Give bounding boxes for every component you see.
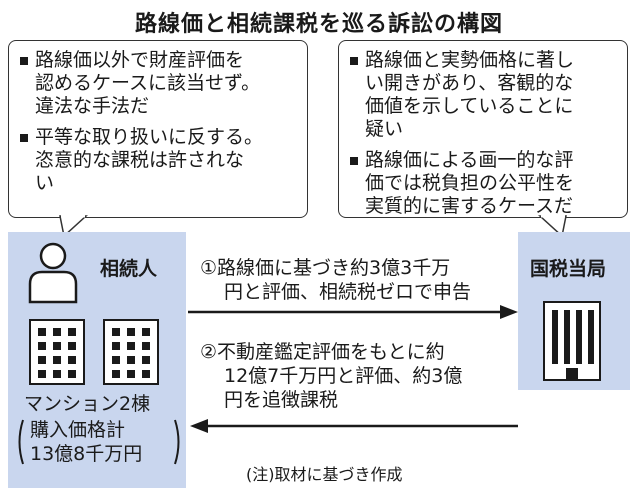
tax-office-label: 国税当局 — [530, 258, 607, 280]
tax-office-claim-1-line-1: 路線価と実勢価格に著し — [365, 49, 575, 71]
person-icon — [28, 242, 78, 304]
price-brackets — [18, 419, 180, 465]
tax-office-claim-2-line-2: 価では税負担の公平性を — [365, 172, 575, 194]
heir-claim-1-line-3: 違法な手法だ — [35, 95, 150, 117]
heir-claim-1: 路線価以外で財産評価を 認めるケースに該当せず。 違法な手法だ — [19, 49, 297, 118]
tax-office-claim-2-line-3: 実質的に害するケースだ — [365, 195, 574, 217]
heir-bubble-tail — [59, 214, 88, 238]
asset-label: マンション2棟 — [24, 393, 151, 415]
apartment-building-icon — [29, 319, 159, 385]
flow-2-arrow — [190, 419, 518, 433]
tax-office-claim-1-line-2: い開きがあり、客観的な — [365, 72, 574, 94]
tax-office-claim-1: 路線価と実勢価格に著し い開きがあり、客観的な 価値を示していることに 疑い — [349, 49, 617, 141]
flow-1-line-1: ①路線価に基づき約3億3千万 — [200, 257, 451, 279]
heir-label: 相続人 — [100, 258, 158, 280]
flow-1-arrow — [188, 305, 518, 319]
heir-claim-1-line-2: 認めるケースに該当せず。 — [35, 72, 261, 94]
heir-claim-1-line-1: 路線価以外で財産評価を — [35, 49, 245, 71]
tax-office-claim-1-line-3: 価値を示していることに — [365, 95, 574, 117]
flow-2-text: ②不動産鑑定評価をもとに約 12億7千万円と評価、約3億 円を追徴課税 — [200, 340, 462, 412]
tax-office-claim-2: 路線価による画一的な評 価では税負担の公平性を 実質的に害するケースだ — [349, 149, 617, 218]
heir-claim-2-line-1: 平等な取り扱いに反する。 — [35, 126, 264, 148]
heir-claim-2-line-3: い — [35, 172, 55, 194]
flow-1-line-2: 円と評価、相続税ゼロで申告 — [224, 281, 472, 303]
flow-2-line-3: 円を追徴課税 — [224, 389, 339, 411]
tax-office-bubble-tail — [538, 214, 567, 238]
tax-office-claims-bubble: 路線価と実勢価格に著し い開きがあり、客観的な 価値を示していることに 疑い 路… — [338, 40, 628, 218]
heir-claim-2-line-2: 恣意的な課税は許されな — [35, 149, 245, 171]
flow-2-line-2: 12億7千万円と評価、約3億 — [224, 365, 463, 387]
flow-2-line-1: ②不動産鑑定評価をもとに約 — [200, 341, 445, 363]
purchase-price-label: 購入価格計 — [30, 419, 126, 441]
tax-office-claim-1-line-4: 疑い — [365, 118, 404, 140]
diagram-title: 路線価と相続課税を巡る訴訟の構図 — [134, 12, 503, 37]
tax-office-claim-2-line-1: 路線価による画一的な評 — [365, 149, 574, 171]
source-note: (注)取材に基づき作成 — [246, 465, 403, 484]
purchase-price-value: 13億8千万円 — [30, 443, 143, 465]
flow-1-text: ①路線価に基づき約3億3千万 円と評価、相続税ゼロで申告 — [200, 256, 471, 304]
heir-claims-bubble: 路線価以外で財産評価を 認めるケースに該当せず。 違法な手法だ 平等な取り扱いに… — [8, 40, 308, 218]
heir-claim-2: 平等な取り扱いに反する。 恣意的な課税は許されな い — [19, 126, 297, 195]
office-building-icon — [543, 301, 601, 381]
